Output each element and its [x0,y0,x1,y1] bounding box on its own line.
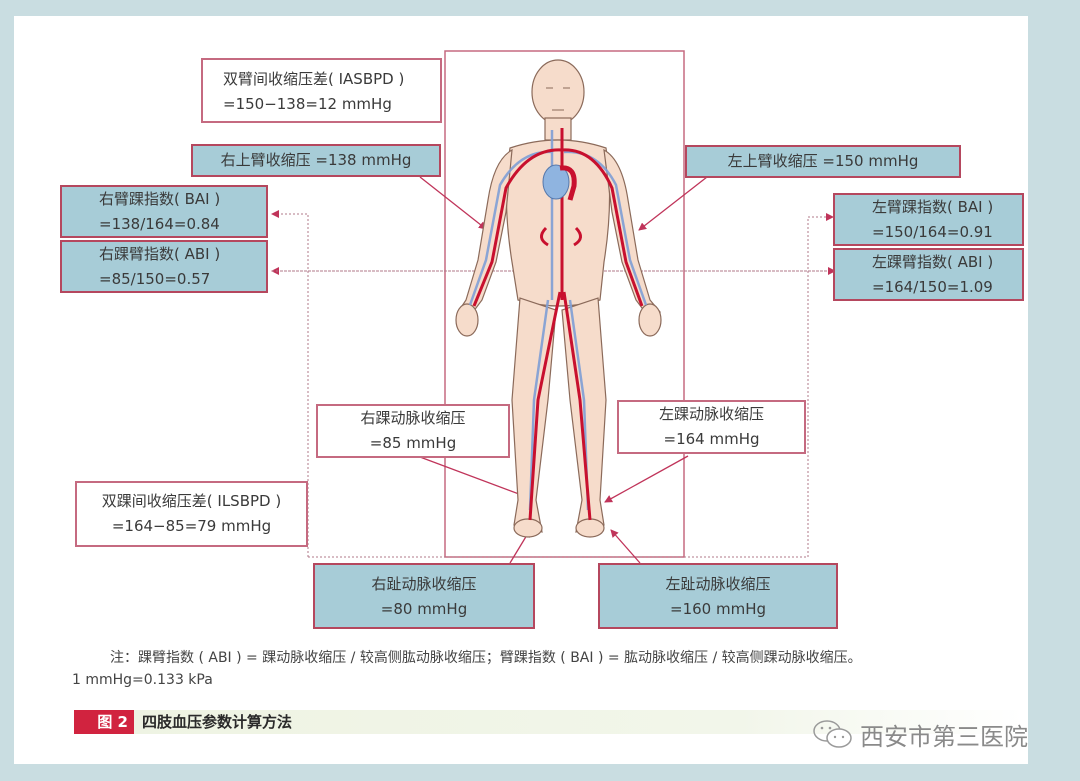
right-abi-value: =85/150=0.57 [99,270,211,288]
left-ankle-title: 左踝动脉收缩压 [658,405,764,423]
left-bai-value: =150/164=0.91 [872,223,993,241]
right-abi-title: 右踝臂指数( ABI ) [99,245,221,263]
right-toe-title: 右趾动脉收缩压 [371,575,477,593]
watermark: 西安市第三医院 [812,717,1028,751]
left-bai-title: 左臂踝指数( BAI ) [872,198,994,216]
right-ankle-title: 右踝动脉收缩压 [360,409,466,427]
right-ankle-box: 右踝动脉收缩压 =85 mmHg [316,404,510,458]
right-bai-title: 右臂踝指数( BAI ) [99,190,221,208]
right-upper-arm-label: 右上臂收缩压 =138 mmHg [220,151,412,169]
left-toe-value: =160 mmHg [670,600,766,618]
iasbpd-value: =150−138=12 mmHg [223,95,392,113]
right-ankle-value: =85 mmHg [369,434,457,452]
left-upper-arm-label: 左上臂收缩压 =150 mmHg [727,152,919,170]
caption-bar [74,710,1024,734]
left-upper-arm-box: 左上臂收缩压 =150 mmHg [685,145,961,178]
figure-label: 图 2 [74,710,134,734]
left-toe-box: 左趾动脉收缩压 =160 mmHg [598,563,838,629]
left-abi-value: =164/150=1.09 [872,278,993,296]
left-ankle-box: 左踝动脉收缩压 =164 mmHg [617,400,806,454]
left-abi-box: 左踝臂指数( ABI ) =164/150=1.09 [833,248,1024,301]
left-toe-title: 左趾动脉收缩压 [665,575,771,593]
note-unit: 1 mmHg=0.133 kPa [72,672,213,688]
watermark-text: 西安市第三医院 [860,722,1028,751]
right-bai-box: 右臂踝指数( BAI ) =138/164=0.84 [60,185,268,238]
right-toe-box: 右趾动脉收缩压 =80 mmHg [313,563,535,629]
right-toe-value: =80 mmHg [380,600,468,618]
ilsbpd-value: =164−85=79 mmHg [111,517,272,535]
right-abi-box: 右踝臂指数( ABI ) =85/150=0.57 [60,240,268,293]
wechat-icon [813,720,852,748]
left-ankle-value: =164 mmHg [663,430,760,448]
note-formula: 注：踝臂指数 ( ABI ) = 踝动脉收缩压 / 较高侧肱动脉收缩压；臂踝指数… [110,650,862,666]
ilsbpd-box: 双踝间收缩压差( ILSBPD ) =164−85=79 mmHg [75,481,308,547]
left-bai-box: 左臂踝指数( BAI ) =150/164=0.91 [833,193,1024,246]
ilsbpd-title: 双踝间收缩压差( ILSBPD ) [101,492,282,510]
figure-title: 四肢血压参数计算方法 [142,713,293,731]
right-upper-arm-box: 右上臂收缩压 =138 mmHg [191,144,441,177]
left-abi-title: 左踝臂指数( ABI ) [872,253,994,271]
right-bai-value: =138/164=0.84 [99,215,220,233]
iasbpd-title: 双臂间收缩压差( IASBPD ) [223,70,405,88]
iasbpd-box: 双臂间收缩压差( IASBPD ) =150−138=12 mmHg [201,58,442,123]
